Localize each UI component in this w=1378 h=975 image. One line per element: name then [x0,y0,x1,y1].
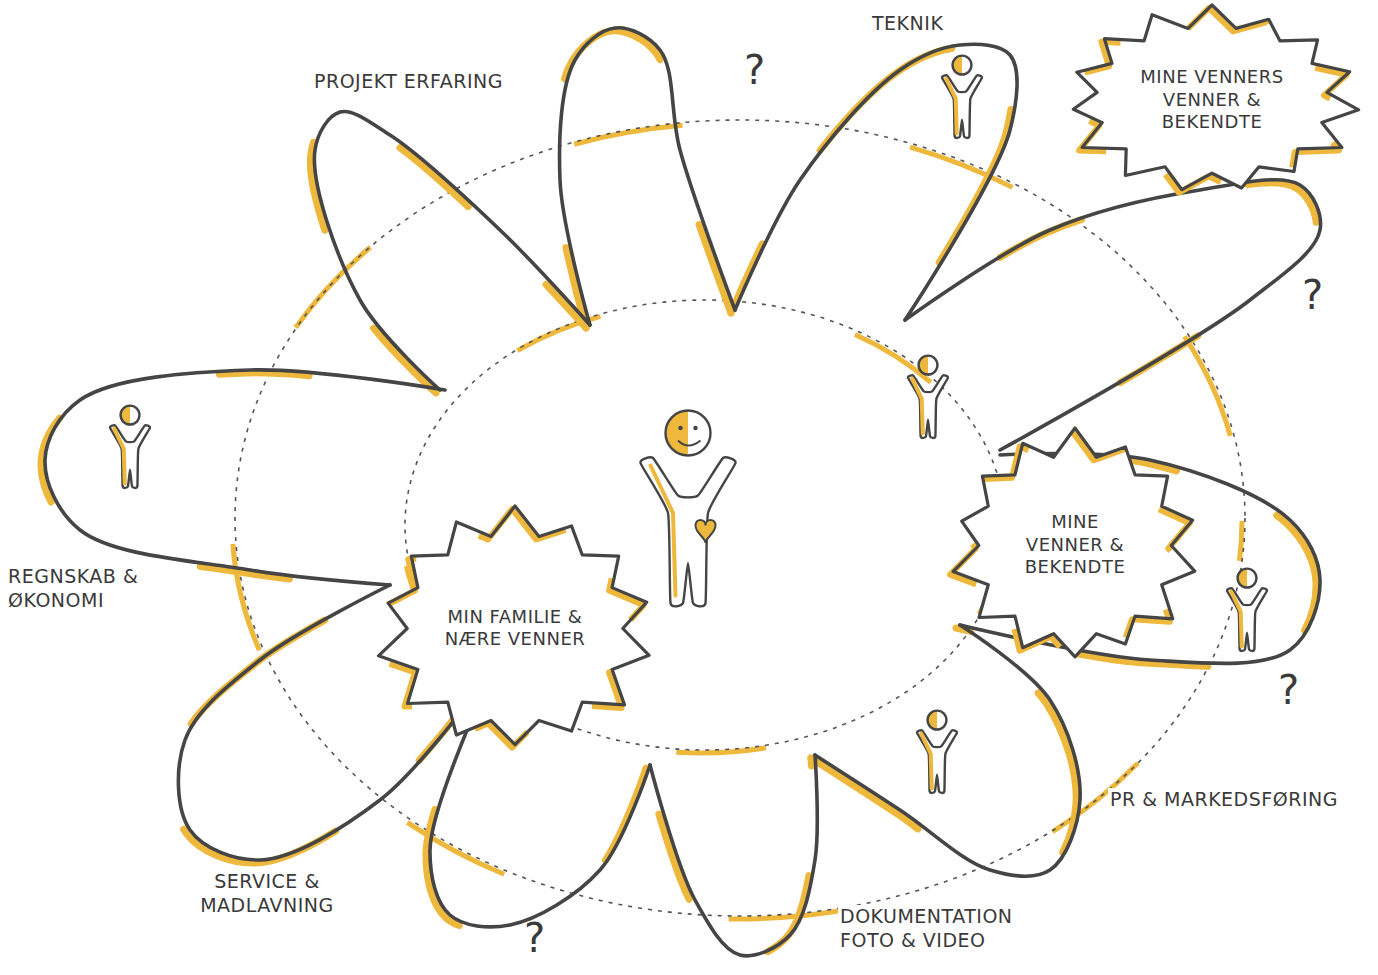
starburst-node: MINE VENNER & BEKENDTE [950,428,1200,663]
petal-highlight [731,47,1013,323]
petal-outline [735,44,1017,320]
petal-highlight [646,758,813,959]
main-person-figure [640,411,735,607]
petal-label: TEKNIK [870,12,945,36]
petal-outline [815,625,1080,876]
petal-outline [45,370,445,585]
petal-highlight [41,373,441,588]
petal-outline [905,180,1321,450]
starburst-label: MIN FAMILIE & NÆRE VENNER [443,606,588,651]
person-icon [942,56,982,138]
petal-label: PROJEKT ERFARING [312,70,505,94]
starburst-node: MINE VENNERS VENNER & BEKENDTE [1062,5,1362,195]
person-icon [1227,569,1267,651]
question-mark: ? [1276,670,1302,710]
petal-outline [430,700,650,927]
question-mark: ? [522,918,548,958]
starburst-text-box: MINE VENNERS VENNER & BEKENDTE [1130,66,1295,134]
starburst-label: MINE VENNERS VENNER & BEKENDTE [1130,66,1295,134]
starburst-text-box: MINE VENNER & BEKENDTE [1010,511,1140,579]
petal-highlight [310,114,586,393]
person-icon [110,406,150,488]
petal-highlight [426,703,646,930]
starburst-node: MIN FAMILIE & NÆRE VENNER [375,506,655,751]
person-icon [908,356,948,438]
petal-outline [314,111,590,390]
petal-outline [560,28,735,325]
person-icon [917,711,957,793]
petal-label: PR & MARKEDSFØRING [1108,788,1340,812]
question-mark: ? [742,50,768,90]
starburst-text-box: MIN FAMILIE & NÆRE VENNER [443,606,588,651]
petal-highlight [556,31,731,328]
question-mark: ? [1300,275,1326,315]
petal-label: REGNSKAB & ØKONOMI [6,565,160,613]
starburst-label: MINE VENNER & BEKENDTE [1010,511,1140,579]
petal-label: SERVICE & MADLAVNING [160,870,374,918]
petal-outline [650,755,817,956]
petal-label: DOKUMENTATION FOTO & VIDEO [838,905,1072,953]
